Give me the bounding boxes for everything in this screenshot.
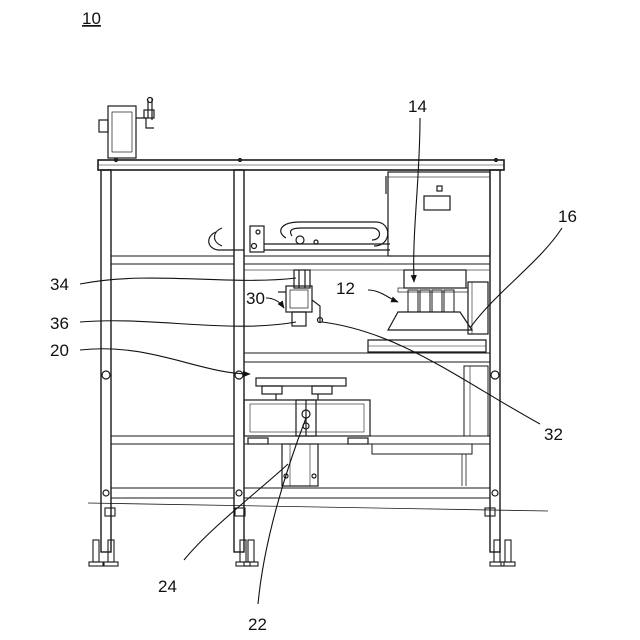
ref-36: 36 <box>50 314 69 333</box>
leader-12 <box>368 290 398 302</box>
ref-14: 14 <box>408 97 427 116</box>
ref-12: 12 <box>336 279 355 298</box>
ref-16: 16 <box>558 207 577 226</box>
ref-22: 22 <box>248 615 267 634</box>
leader-24 <box>184 464 288 560</box>
machine-frame <box>88 98 548 567</box>
leader-20 <box>80 349 250 374</box>
leader-14 <box>414 118 420 282</box>
ref-24: 24 <box>158 577 177 596</box>
ref-20: 20 <box>50 341 69 360</box>
leader-32 <box>322 322 540 424</box>
leader-34 <box>80 278 296 284</box>
ref-30: 30 <box>246 289 265 308</box>
ref-32: 32 <box>544 425 563 444</box>
leader-36 <box>80 321 296 326</box>
leader-16 <box>470 228 562 328</box>
ref-34: 34 <box>50 275 69 294</box>
reference-numerals: 14 16 34 12 30 36 20 32 24 22 <box>50 97 577 634</box>
figure-number: 10 <box>82 9 101 28</box>
leader-30 <box>266 298 284 308</box>
